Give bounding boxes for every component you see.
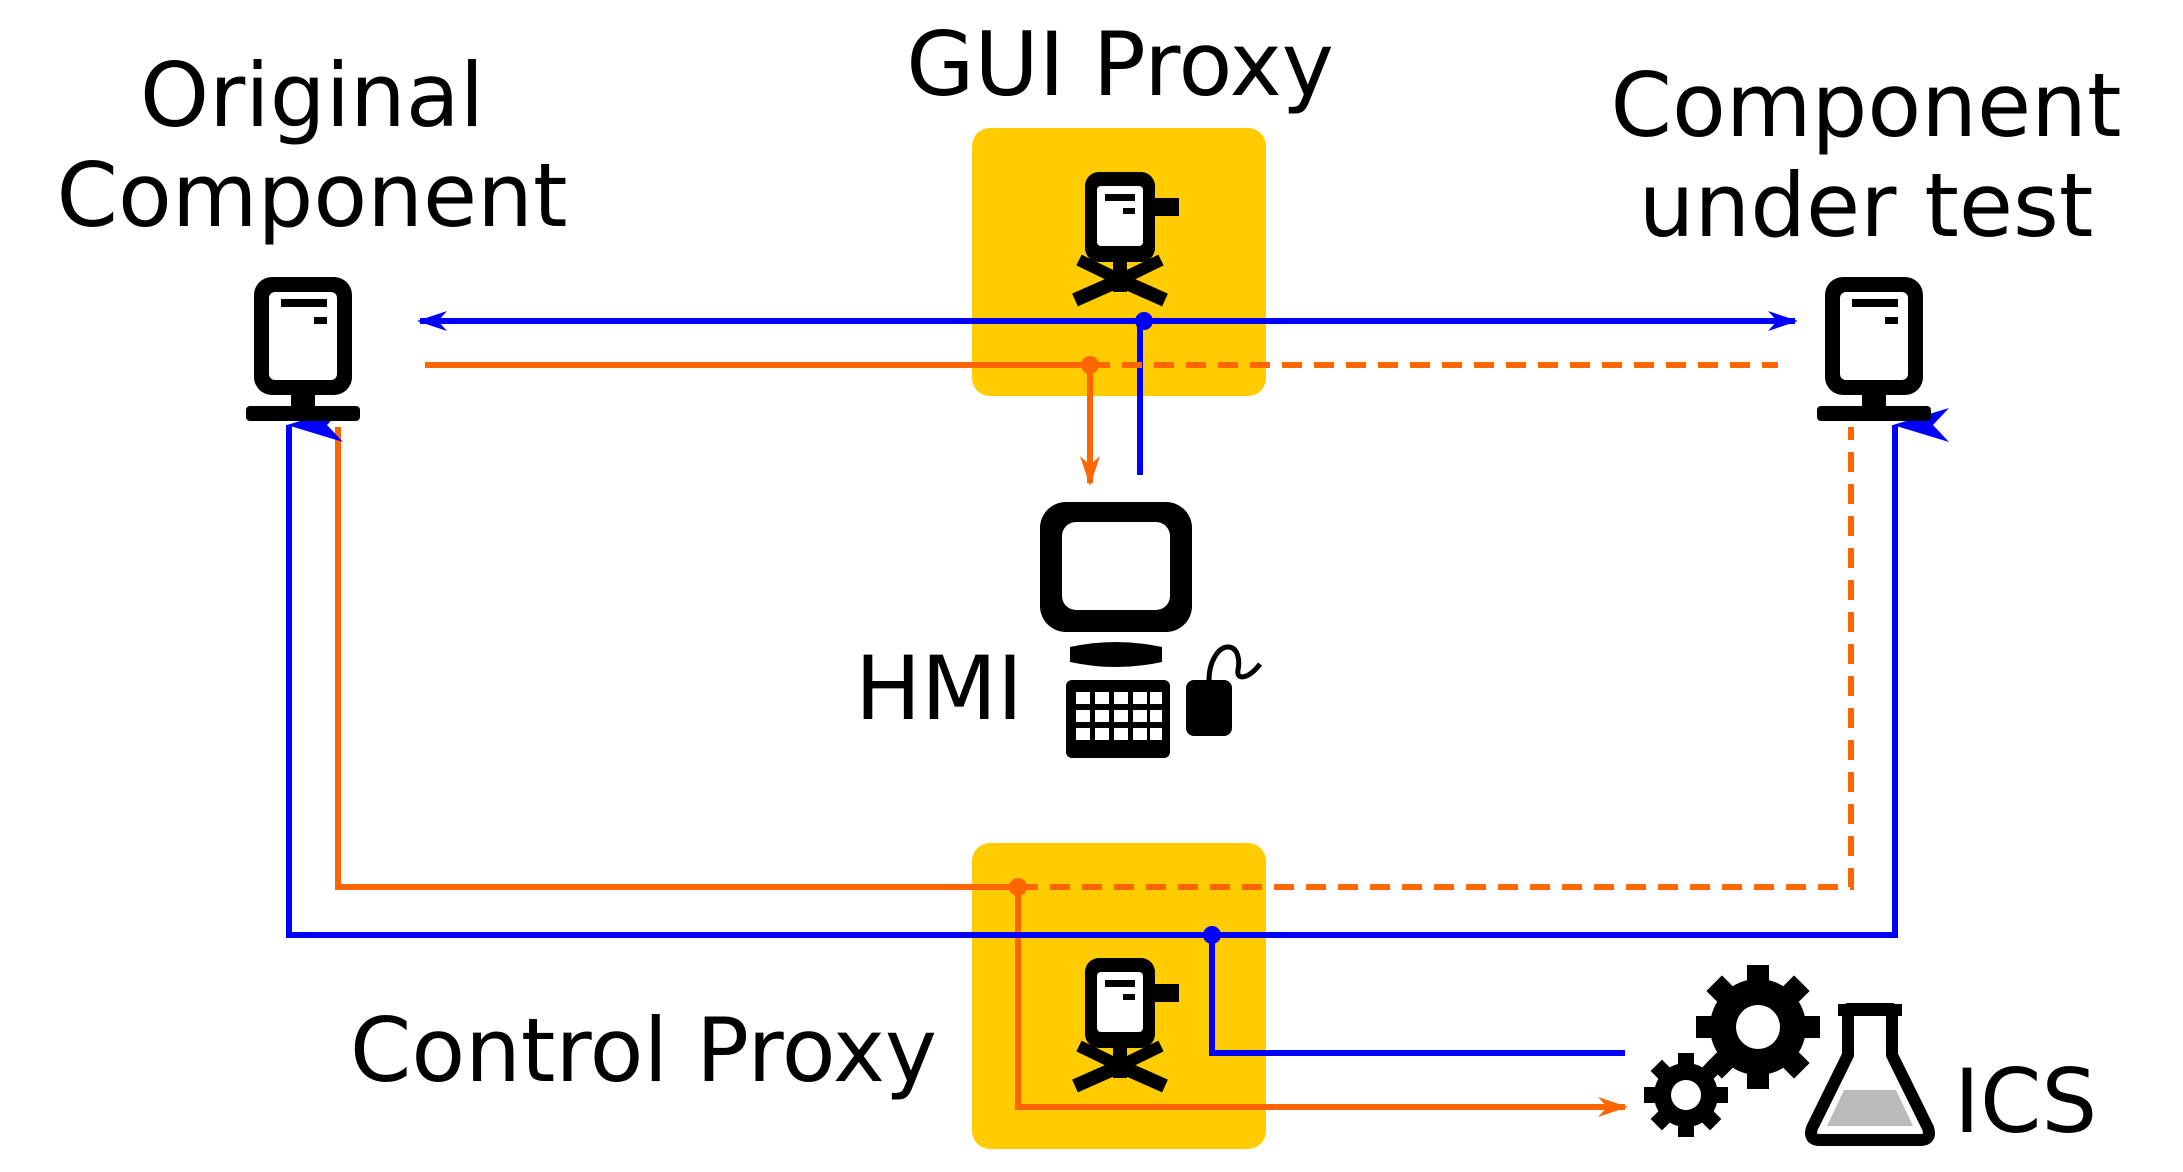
blue-junction-top — [1135, 312, 1153, 330]
workstation-icon — [1040, 502, 1262, 758]
gears-flask-icon — [1644, 965, 1935, 1146]
hmi-label: HMI — [855, 637, 1023, 740]
orange-link-right-dashed — [1018, 427, 1854, 890]
orange-junction-top — [1081, 356, 1099, 374]
gui-proxy-label: GUI Proxy — [906, 13, 1334, 116]
blue-junction-bottom — [1203, 926, 1221, 944]
ics-label: ICS — [1954, 1050, 2097, 1153]
computer-tower-icon — [246, 277, 360, 421]
control-proxy-label: Control Proxy — [350, 999, 937, 1102]
orange-arrow-to-ics — [1015, 887, 1628, 1117]
blue-link-left — [286, 408, 1212, 938]
blue-link-right — [1212, 408, 1949, 938]
component-under-test-label-line2: under test — [1639, 154, 2094, 257]
orange-link-left — [335, 427, 1018, 890]
orange-junction-bottom — [1009, 878, 1027, 896]
blue-link-to-ics — [1209, 935, 1625, 1056]
component-under-test-label-line1: Component — [1611, 54, 2122, 157]
proxy-agent-icon — [1072, 172, 1179, 307]
original-component-label-line2: Component — [57, 144, 568, 247]
proxy-agent-icon — [1072, 958, 1179, 1093]
original-component-label-line1: Original — [140, 44, 484, 147]
computer-tower-icon — [1817, 277, 1931, 421]
